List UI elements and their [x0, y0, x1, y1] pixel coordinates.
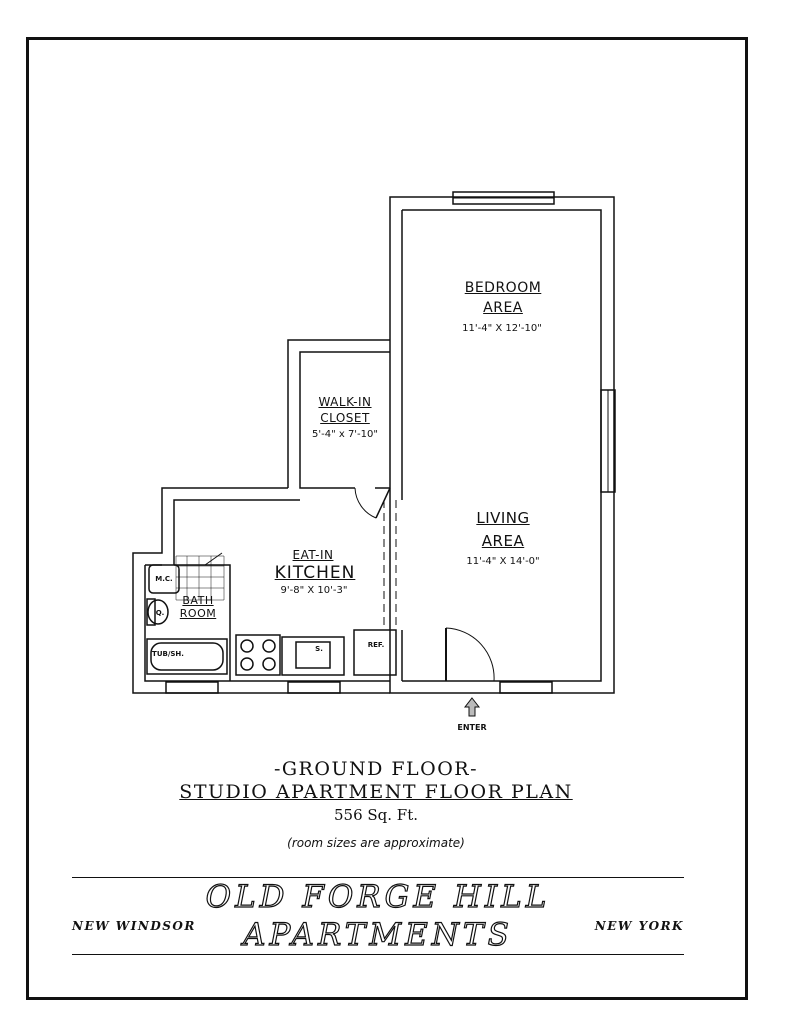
kitchen-label-1: EAT-IN [292, 548, 334, 562]
kitchen-counter [281, 636, 345, 676]
refrigerator-label: REF. [367, 641, 385, 649]
closet-label-2: CLOSET [320, 411, 370, 425]
window-living-front [499, 681, 553, 694]
toilet-label: Q. [155, 609, 165, 617]
kitchen-label-2: KITCHEN [274, 563, 356, 583]
closet-dims: 5'-4" x 7'-10" [311, 429, 379, 440]
brand-state: NEW YORK [594, 919, 684, 933]
refrigerator-icon [353, 629, 397, 676]
enter-arrow-icon [463, 697, 481, 717]
living-dims: 11'-4" X 14'-0" [466, 556, 540, 567]
plan-title: STUDIO APARTMENT FLOOR PLAN [179, 781, 573, 803]
bedroom-dims: 11'-4" X 12'-10" [462, 323, 542, 334]
kitchen-walls [132, 487, 390, 694]
closet-label-1: WALK-IN [318, 395, 372, 409]
bath-label-2: ROOM [179, 607, 217, 620]
area-title: 556 Sq. Ft. [333, 806, 419, 824]
bathtub-icon [146, 638, 228, 675]
main-room-walls [389, 196, 615, 694]
brand-city: NEW WINDSOR [72, 919, 196, 933]
linen-closet-label: M.C. [155, 575, 173, 583]
brand-name: OLD FORGE HILL APARTMENTS [72, 877, 684, 955]
linen-closet-icon [148, 564, 180, 594]
floor-title: -GROUND FLOOR- [273, 758, 479, 780]
sink-label: S. [315, 645, 323, 653]
enter-label: ENTER [457, 723, 487, 732]
window-kitchen [287, 681, 341, 694]
window-bath [165, 681, 219, 694]
closet-walls [287, 339, 390, 488]
size-note: (room sizes are approximate) [287, 836, 465, 850]
page-border [26, 37, 748, 1000]
toilet-icon [147, 599, 169, 625]
bedroom-label-1: BEDROOM [464, 280, 542, 296]
living-label-1: LIVING [476, 509, 530, 527]
bath-tile [175, 555, 225, 601]
bedroom-label-2: AREA [483, 300, 523, 316]
stove-icon [235, 634, 281, 676]
bath-label-1: BATH [182, 594, 214, 607]
living-label-2: AREA [481, 532, 525, 550]
tub-label: TUB/SH. [152, 650, 184, 658]
sink-icon [295, 641, 331, 669]
kitchen-dims: 9'-8" X 10'-3" [280, 585, 348, 596]
